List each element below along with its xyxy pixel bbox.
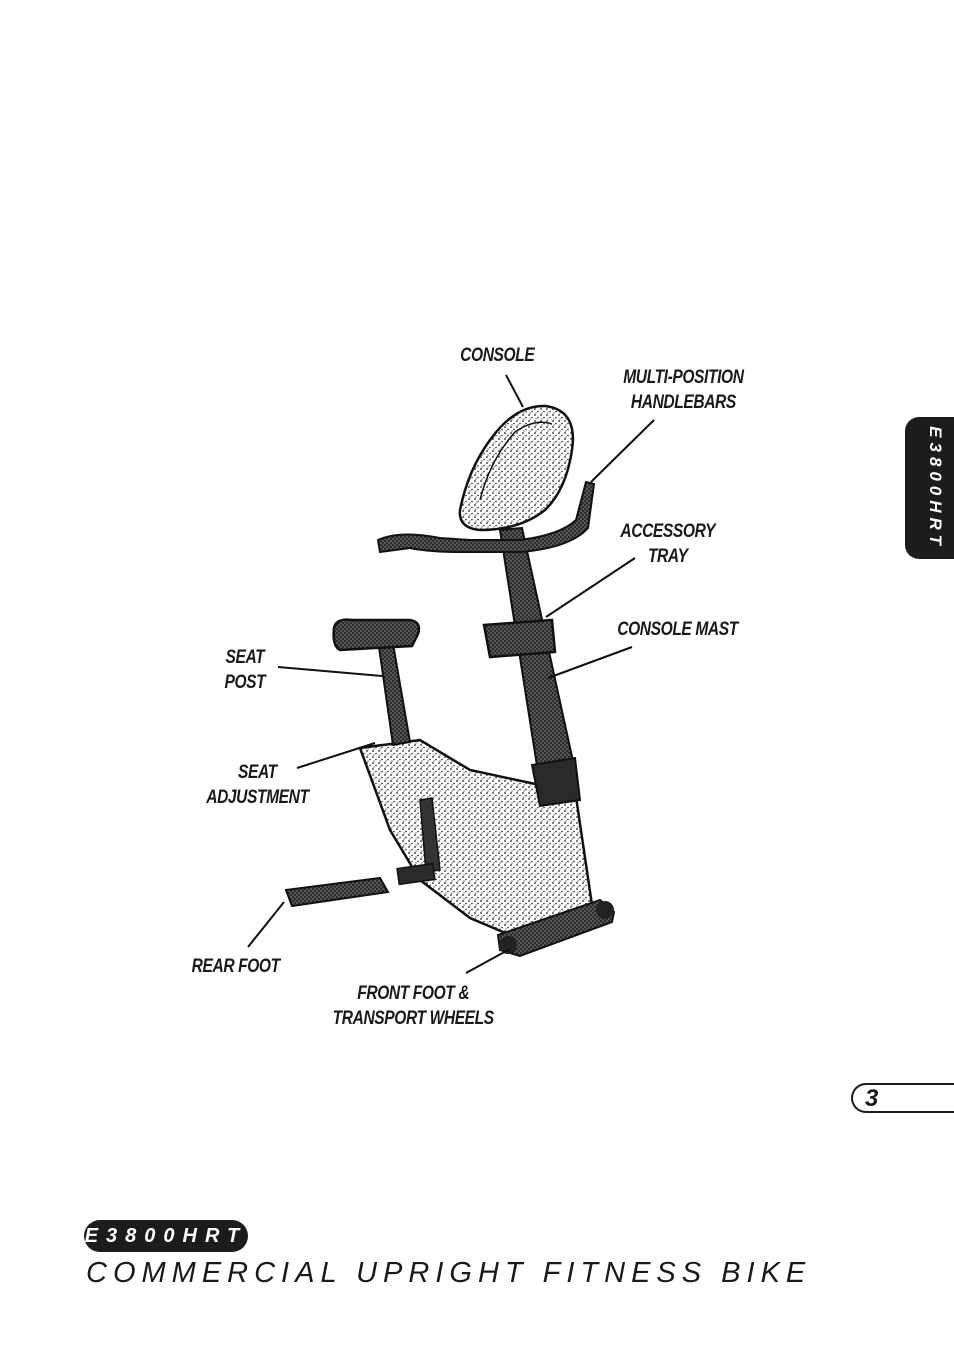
product-title: COMMERCIAL UPRIGHT FITNESS BIKE xyxy=(86,1257,812,1289)
label-front-foot: FRONT FOOT & TRANSPORT WHEELS xyxy=(332,983,494,1029)
leader-lines xyxy=(247,374,655,974)
accessory-tray xyxy=(482,618,557,659)
label-seat-post: SEAT POST xyxy=(224,647,266,693)
label-handlebars: MULTI-POSITION HANDLEBARS xyxy=(623,367,744,413)
label-console: CONSOLE xyxy=(460,345,535,366)
label-rear-foot: REAR FOOT xyxy=(191,956,280,977)
label-seat-adjustment: SEAT ADJUSTMENT xyxy=(206,762,309,808)
label-console-mast: CONSOLE MAST xyxy=(617,619,738,640)
console xyxy=(458,404,575,532)
label-accessory-tray: ACCESSORY TRAY xyxy=(620,521,716,567)
transport-wheel xyxy=(596,901,614,919)
handlebars xyxy=(376,480,596,554)
model-badge: E3800HRT xyxy=(84,1220,248,1252)
side-tab: E3800HRT xyxy=(905,417,954,559)
transport-wheel xyxy=(499,936,517,954)
seat xyxy=(332,618,421,652)
side-tab-model: E3800HRT xyxy=(926,426,945,550)
front-foot xyxy=(496,898,616,958)
page-number-box: 3 xyxy=(851,1083,954,1113)
page-number: 3 xyxy=(865,1085,879,1112)
rear-foot xyxy=(284,876,390,908)
seat-post xyxy=(376,636,412,747)
